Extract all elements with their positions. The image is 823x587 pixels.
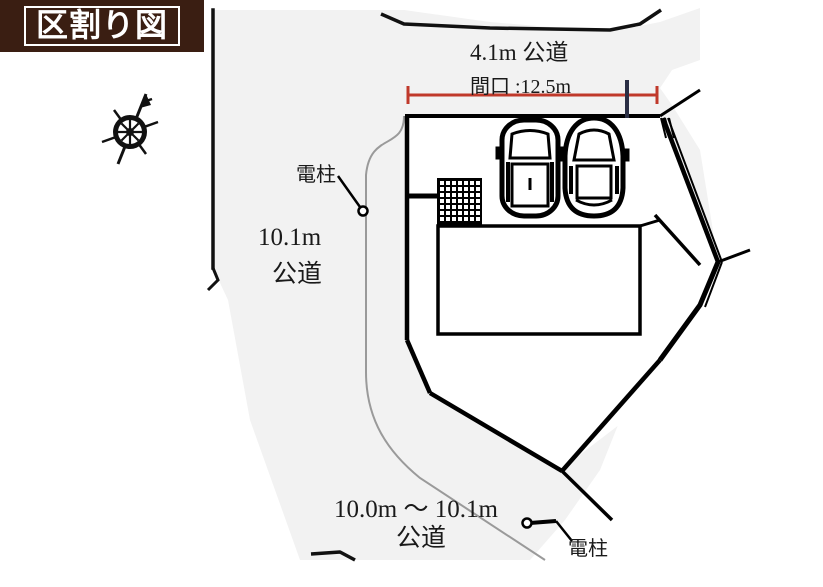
label-road-bottom-width: 10.0m 〜 10.1m — [334, 496, 498, 523]
label-utility-pole-bottom: 電柱 — [568, 538, 608, 560]
paving-grid-icon — [437, 178, 482, 226]
car-top-view-icon — [495, 117, 565, 219]
label-road-left-width: 10.1m — [258, 224, 322, 251]
road-edge-lines — [206, 8, 662, 562]
page-title-banner: 区割り図 — [0, 0, 204, 52]
road-centerline — [365, 115, 546, 561]
page-title-frame: 区割り図 — [23, 6, 180, 46]
compass-rose-icon — [101, 93, 159, 165]
utility-pole-marker-icon — [336, 175, 369, 217]
label-road-left-type: 公道 — [272, 261, 323, 288]
site-internal-lines — [409, 143, 661, 336]
page-title: 区割り図 — [35, 6, 168, 44]
plot-boundary — [404, 88, 751, 522]
frontage-dimension-line — [406, 80, 659, 118]
label-road-top-width: 4.1m 公道 — [470, 40, 569, 65]
utility-pole-marker-icon — [521, 517, 573, 542]
label-utility-pole-top: 電柱 — [296, 164, 336, 186]
car-top-view-icon — [558, 115, 630, 219]
label-frontage: 間口 :12.5m — [470, 76, 572, 98]
label-road-bottom-type: 公道 — [396, 525, 447, 552]
